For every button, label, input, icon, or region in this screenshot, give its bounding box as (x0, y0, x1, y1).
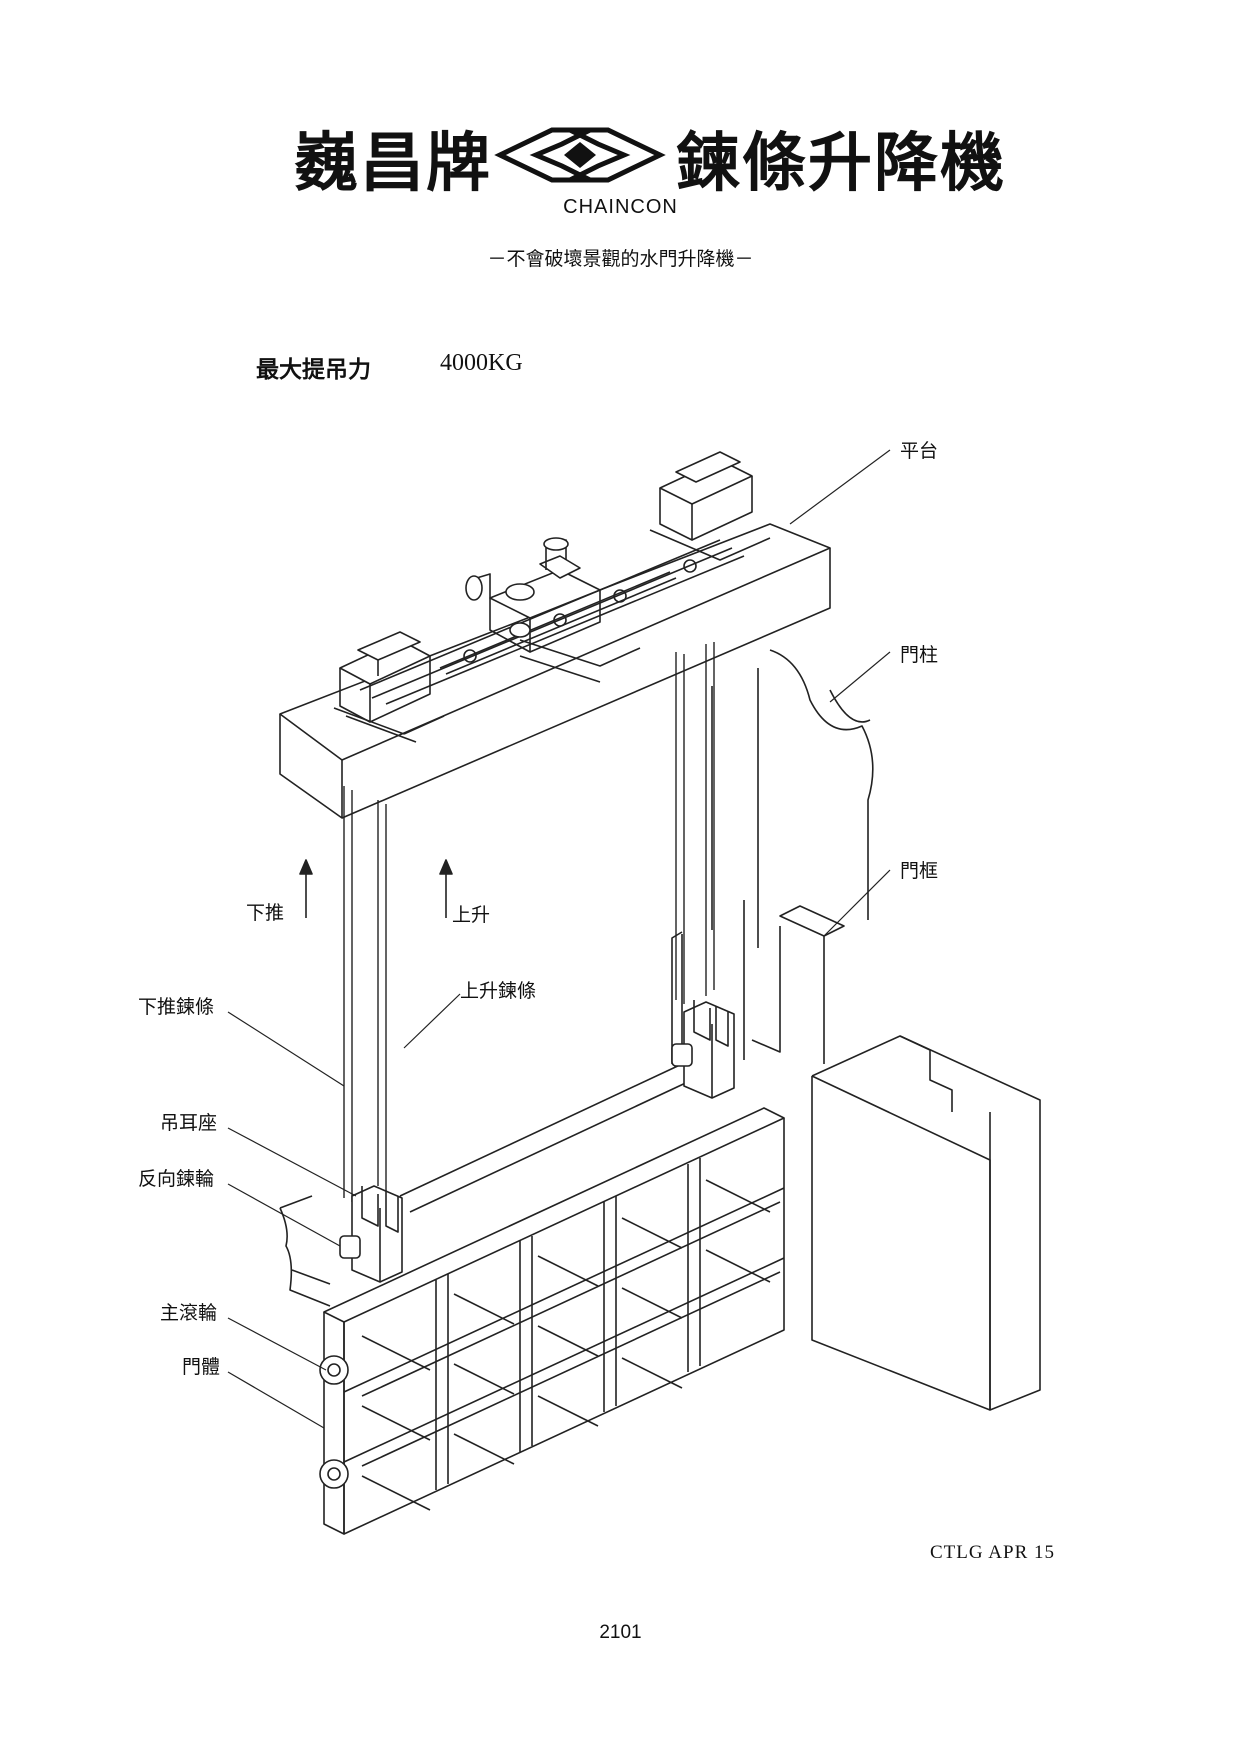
label-gate-pillar: 門柱 (900, 644, 939, 666)
max-lift-label: 最大提吊力 (256, 357, 371, 383)
label-push-down: 下推 (246, 902, 285, 924)
right-gearbox (649, 451, 771, 561)
leader-lines (227, 449, 891, 1429)
left-hoist-bracket (339, 1185, 403, 1283)
catalog-code: CTLG APR 15 (930, 1542, 1056, 1563)
gate-body (323, 1107, 785, 1535)
label-lifting-lug-seat: 吊耳座 (160, 1112, 218, 1134)
product-title-name: 鍊條升降機 (676, 126, 1006, 201)
label-reverse-sprocket: 反向鍊輪 (138, 1168, 215, 1190)
gate-opening (399, 931, 693, 1213)
brand-english-name: CHAINCON (563, 196, 678, 218)
label-gate-body: 門體 (182, 1356, 221, 1378)
label-lift-chain: 上升鍊條 (460, 980, 537, 1002)
product-title-brand: 巍昌牌 (294, 126, 492, 201)
interlocking-diamond-logo (494, 127, 666, 183)
left-sill (279, 1195, 331, 1307)
slogan: －不會破壞景觀的水門升降機－ (487, 248, 754, 270)
push-down-arrow (299, 859, 313, 918)
drive-shaft (359, 539, 745, 705)
right-hoist-bracket (671, 1000, 735, 1099)
chains (343, 642, 715, 1202)
label-main-roller: 主滾輪 (160, 1302, 218, 1324)
left-gearbox (333, 631, 445, 743)
page-number: 2101 (599, 1622, 642, 1643)
label-gate-frame: 門框 (900, 860, 939, 882)
gate-frame (743, 900, 845, 1064)
label-platform: 平台 (900, 440, 939, 462)
central-motor (465, 537, 641, 683)
max-lift-value: 4000KG (440, 350, 523, 376)
main-rollers (319, 1355, 349, 1489)
lift-up-arrow (439, 859, 453, 918)
gate-pillar (711, 649, 874, 948)
label-lift-up: 上升 (452, 904, 491, 926)
label-push-chain: 下推鍊條 (138, 996, 215, 1018)
right-wall (811, 1035, 1041, 1411)
